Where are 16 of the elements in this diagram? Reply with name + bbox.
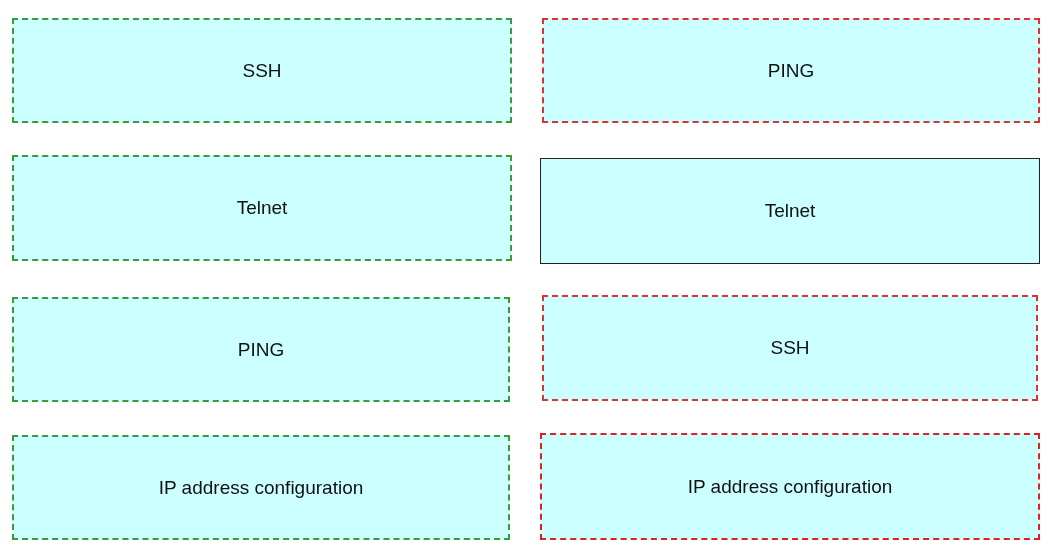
option-label: IP address configuration bbox=[687, 475, 893, 498]
option-box bbox=[12, 297, 510, 402]
option-label: SSH bbox=[242, 59, 282, 82]
option-box bbox=[540, 158, 1040, 264]
option-label: IP address configuration bbox=[158, 476, 364, 499]
option-box bbox=[542, 295, 1038, 401]
option-label: PING bbox=[767, 59, 815, 82]
option-box bbox=[542, 18, 1040, 123]
option-label: SSH bbox=[770, 337, 810, 359]
option-label: Telnet bbox=[236, 197, 288, 219]
option-label: Telnet bbox=[764, 200, 816, 222]
option-label: PING bbox=[237, 338, 285, 361]
option-box bbox=[540, 433, 1040, 540]
option-box bbox=[12, 435, 510, 540]
option-box bbox=[12, 18, 512, 123]
option-box bbox=[12, 155, 512, 261]
